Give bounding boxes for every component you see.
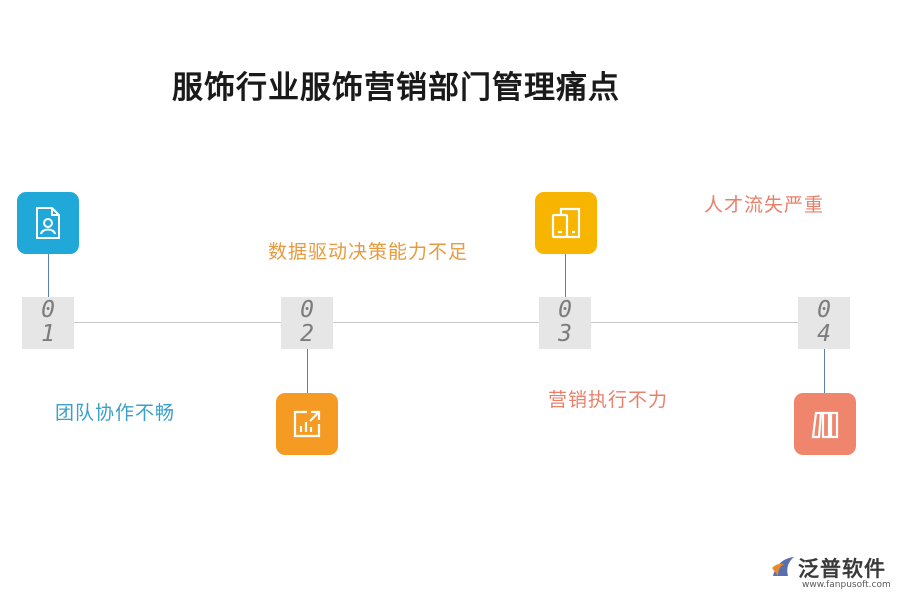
chart-export-icon <box>293 410 321 438</box>
logo-mark-icon <box>772 557 794 576</box>
step-2-label: 数据驱动决策能力不足 <box>268 241 469 263</box>
step-1-icon-box <box>17 192 79 254</box>
connector-3 <box>565 253 566 297</box>
logo-name: 泛普软件 <box>798 557 886 581</box>
profile-document-icon <box>36 207 60 239</box>
columns-icon <box>811 411 839 439</box>
step-4-icon-box <box>794 393 856 455</box>
logo-url: www.fanpusoft.com <box>802 580 891 590</box>
connector-1 <box>48 253 49 297</box>
timeline-line <box>48 322 826 323</box>
step-1-label: 团队协作不畅 <box>55 402 176 424</box>
step-3-label: 营销执行不力 <box>548 389 669 411</box>
connector-4 <box>824 349 825 393</box>
brand-logo: 泛普软件 www.fanpusoft.com <box>770 553 892 593</box>
tablet-phone-icon <box>551 207 581 239</box>
connector-2 <box>307 349 308 393</box>
step-2-icon-box <box>276 393 338 455</box>
step-4-label: 人才流失严重 <box>704 194 825 216</box>
page-title: 服饰行业服饰营销部门管理痛点 <box>172 70 620 106</box>
step-3-icon-box <box>535 192 597 254</box>
